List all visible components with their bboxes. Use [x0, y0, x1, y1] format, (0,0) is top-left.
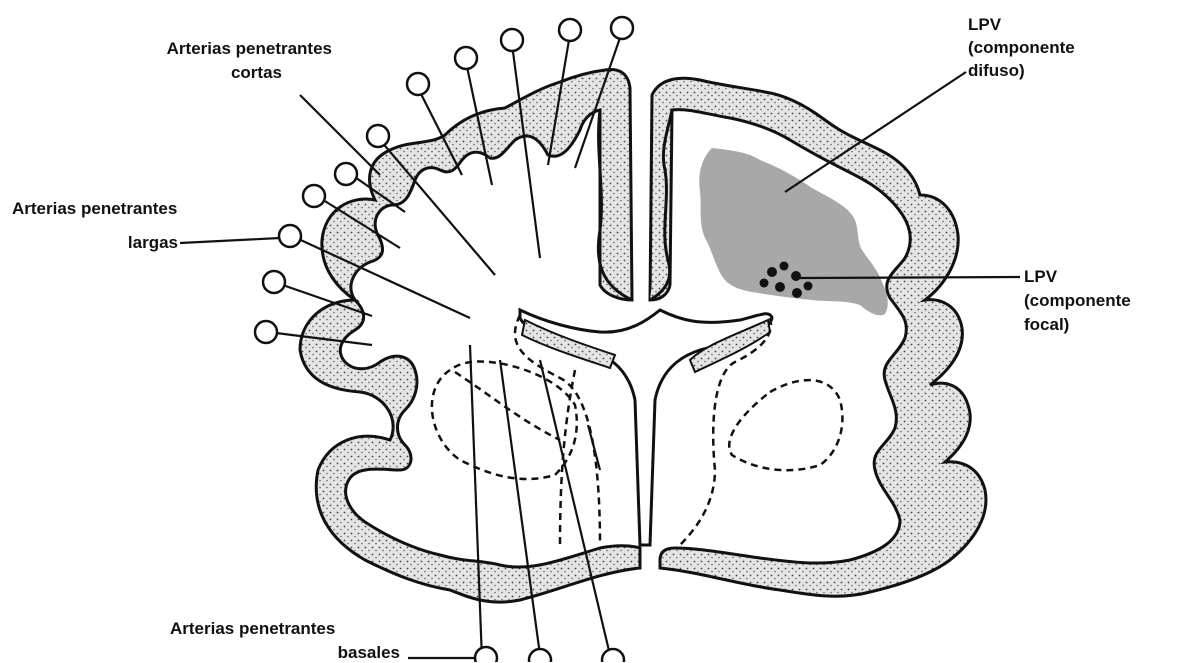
long-arteries-label-line1: Arterias penetrantes [12, 198, 177, 219]
basal-arteries-label-line1: Arterias penetrantes [170, 618, 335, 639]
right-basal-ganglia [729, 380, 842, 470]
focal-label-line3: focal) [1024, 314, 1069, 335]
diffuse-label-line3: difuso) [968, 60, 1025, 81]
diffuse-label-line2: (componente [968, 37, 1075, 58]
diffuse-label-line1: LPV [968, 14, 1001, 35]
short-arteries-label-line2: cortas [60, 62, 282, 83]
short-arteries-label-line1: Arterias penetrantes [60, 38, 332, 59]
basal-arteries-label-line2: basales [170, 642, 400, 663]
focal-label-line2: (componente [1024, 290, 1131, 311]
focal-label-line1: LPV [1024, 266, 1057, 287]
long-arteries-label-line2: largas [60, 232, 178, 253]
